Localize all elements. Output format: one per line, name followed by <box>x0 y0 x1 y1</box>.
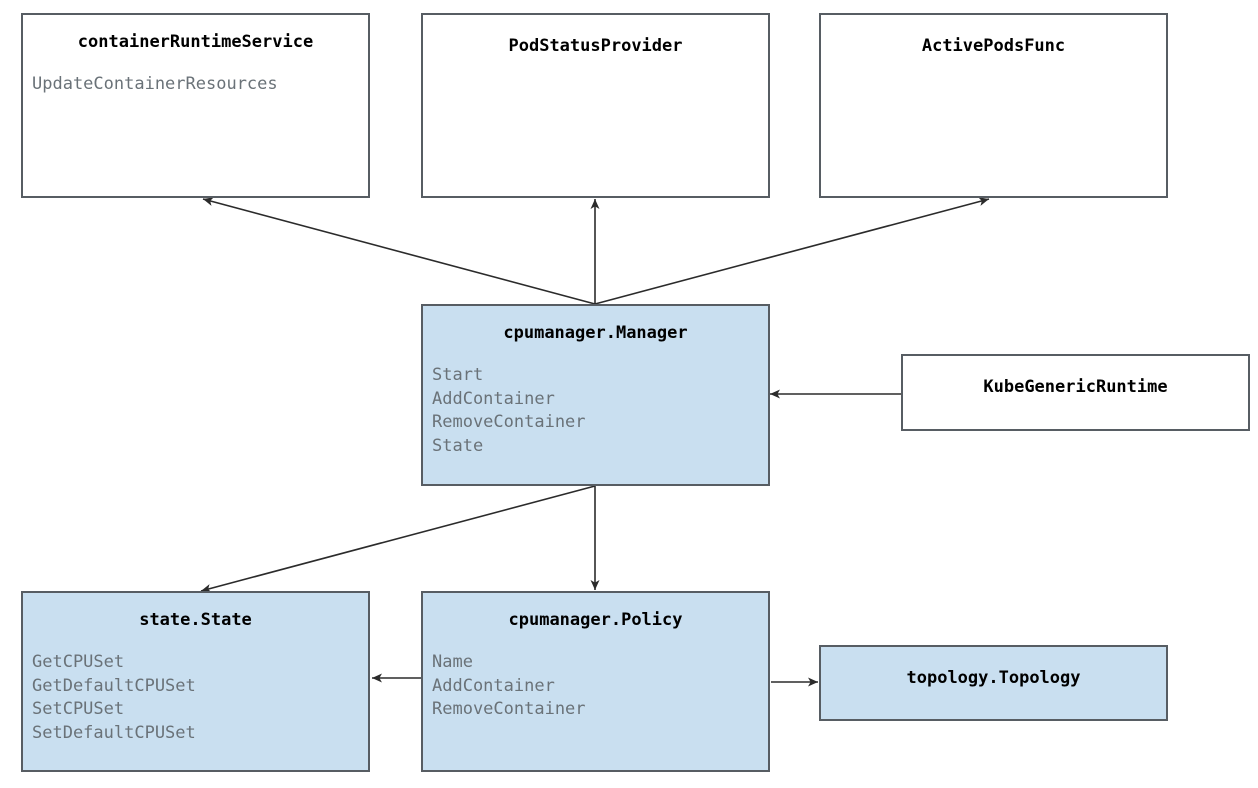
node-members: GetCPUSet GetDefaultCPUSet SetCPUSet Set… <box>23 651 368 745</box>
node-members: Start AddContainer RemoveContainer State <box>423 364 768 458</box>
node-cpumanager-policy[interactable]: cpumanager.Policy Name AddContainer Remo… <box>421 591 770 772</box>
node-container-runtime-service[interactable]: containerRuntimeService UpdateContainerR… <box>21 13 370 198</box>
member-item: Name <box>432 652 473 672</box>
node-topology-topology[interactable]: topology.Topology <box>819 645 1168 721</box>
node-title: state.State <box>139 610 252 630</box>
member-item: RemoveContainer <box>432 412 586 432</box>
node-pod-status-provider[interactable]: PodStatusProvider <box>421 13 770 198</box>
node-title: PodStatusProvider <box>508 36 683 56</box>
node-title: ActivePodsFunc <box>921 36 1066 56</box>
node-members: UpdateContainerResources <box>23 73 368 97</box>
node-title: topology.Topology <box>906 668 1081 688</box>
node-state-state[interactable]: state.State GetCPUSet GetDefaultCPUSet S… <box>21 591 370 772</box>
node-members: Name AddContainer RemoveContainer <box>423 651 768 722</box>
member-item: UpdateContainerResources <box>32 74 278 94</box>
node-title: cpumanager.Manager <box>503 323 688 343</box>
node-cpumanager-manager[interactable]: cpumanager.Manager Start AddContainer Re… <box>421 304 770 486</box>
member-item: AddContainer <box>432 388 555 409</box>
node-kube-generic-runtime[interactable]: KubeGenericRuntime <box>901 354 1250 431</box>
node-title: KubeGenericRuntime <box>983 377 1168 397</box>
member-item: AddContainer <box>432 675 555 696</box>
edge-manager-to-containerruntimeservice <box>202 197 596 305</box>
node-active-pods-func[interactable]: ActivePodsFunc <box>819 13 1168 198</box>
member-item: GetDefaultCPUSet <box>32 675 196 696</box>
node-title: cpumanager.Policy <box>508 610 683 630</box>
member-item: GetCPUSet <box>32 652 125 672</box>
member-item: State <box>432 435 484 456</box>
member-item: SetDefaultCPUSet <box>32 722 196 743</box>
member-item: Start <box>432 365 484 385</box>
member-item: RemoveContainer <box>432 699 586 719</box>
edge-manager-to-activepodsfunc <box>594 197 990 305</box>
edge-manager-to-statestate <box>200 485 596 593</box>
member-item: SetCPUSet <box>32 699 125 719</box>
node-title: containerRuntimeService <box>77 32 314 52</box>
